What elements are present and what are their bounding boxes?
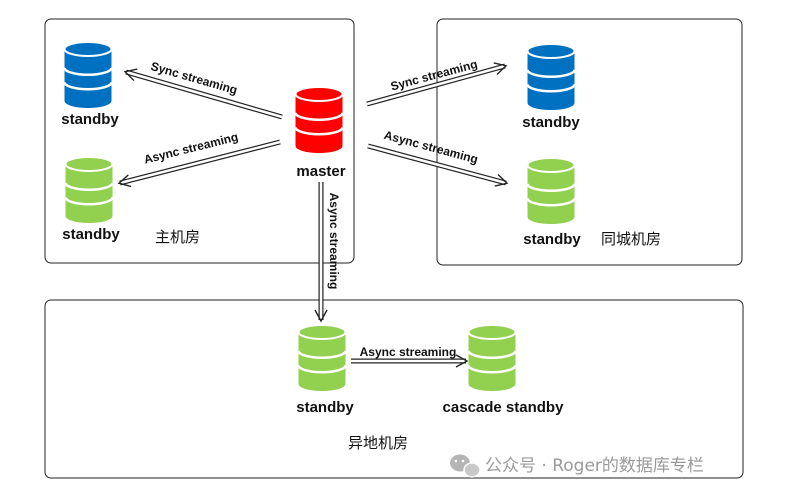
node-label-master: master: [296, 163, 345, 180]
database-icon: [294, 86, 344, 153]
region-remote-box: [44, 299, 744, 479]
node-label-standby-remote: standby: [296, 399, 354, 416]
region-label-same-city: 同城机房: [601, 230, 661, 248]
watermark-text: 公众号 · Roger的数据库专栏: [485, 456, 704, 476]
region-label-remote: 异地机房: [348, 434, 408, 452]
wechat-icon: [450, 454, 481, 478]
database-icon: [63, 41, 113, 109]
region-same-city-box: [436, 18, 743, 266]
watermark: 公众号 · Roger的数据库专栏: [450, 454, 704, 478]
node-label-standby-main-bottom: standby: [62, 226, 120, 243]
database-icon: [526, 157, 576, 224]
edge-async-main: [117, 139, 281, 188]
edge-sync-city: [366, 62, 508, 107]
region-label-main: 主机房: [155, 228, 200, 246]
edge-async-city: [367, 143, 509, 187]
edge-label-async-remote: Async streaming: [327, 193, 341, 290]
database-icon: [526, 43, 576, 111]
node-label-standby-city-top: standby: [522, 114, 580, 131]
node-label-standby-main-top: standby: [61, 111, 119, 128]
node-label-standby-city-bottom: standby: [523, 231, 581, 248]
database-icon: [467, 324, 517, 392]
database-icon: [297, 324, 347, 392]
node-label-cascade-standby: cascade standby: [443, 399, 565, 416]
region-main-box: [44, 18, 355, 264]
database-icon: [64, 156, 114, 223]
edge-sync-main: [123, 68, 283, 120]
edge-label-async-cascade: Async streaming: [360, 345, 457, 359]
